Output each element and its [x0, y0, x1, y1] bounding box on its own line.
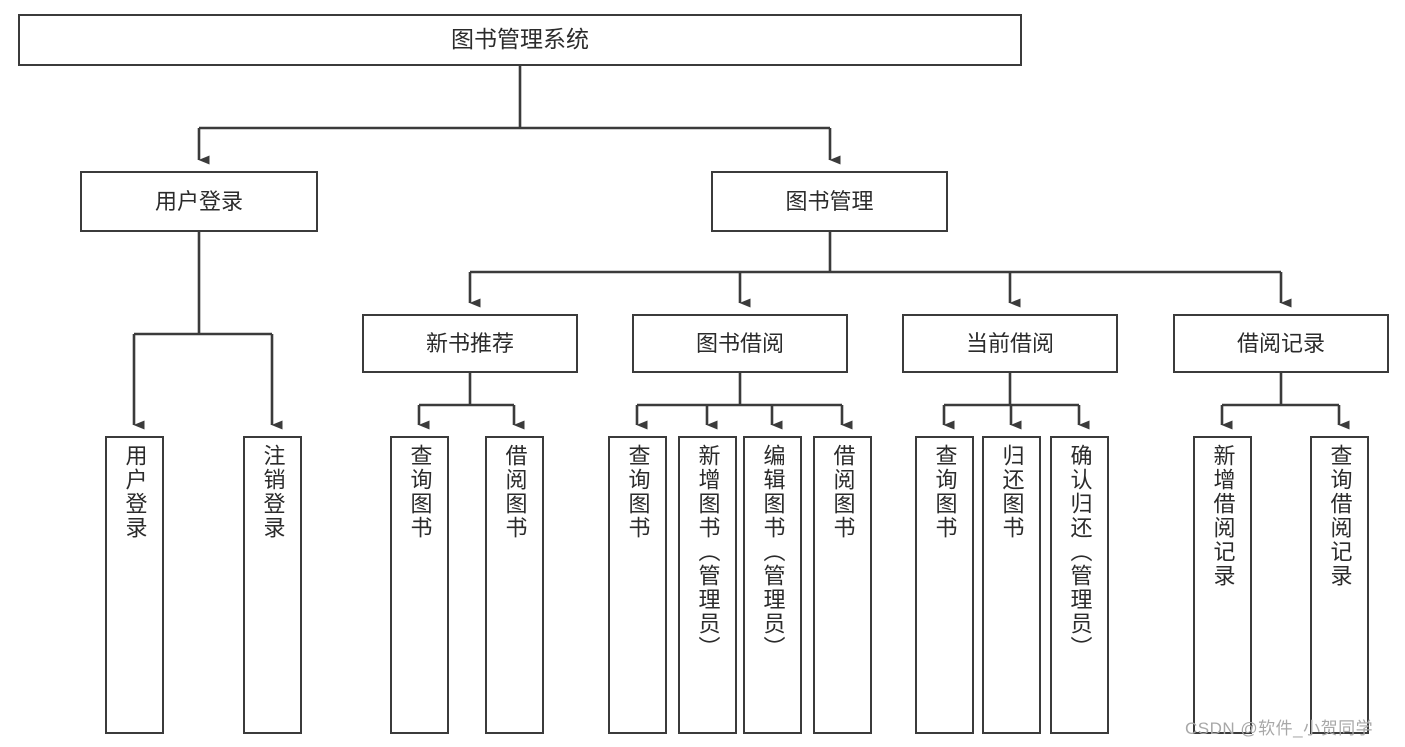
node-label: 查询图书 [625, 444, 651, 540]
node-label: 借阅图书 [830, 444, 856, 540]
leaf-add-book-admin[interactable]: 新增图书（管理员） [678, 436, 737, 734]
node-label: 新书推荐 [425, 330, 514, 356]
node-label: 查询借阅记录 [1327, 444, 1353, 588]
leaf-query-book-recommend[interactable]: 查询图书 [390, 436, 449, 734]
node-label: 图书借阅 [695, 330, 784, 356]
node-label: 归还图书 [999, 444, 1025, 540]
node-current-borrow[interactable]: 当前借阅 [902, 314, 1118, 373]
node-label: 新增图书（管理员） [695, 444, 721, 660]
leaf-query-book-borrow[interactable]: 查询图书 [608, 436, 667, 734]
node-label: 确认归还（管理员） [1067, 444, 1093, 660]
leaf-user-login[interactable]: 用户登录 [105, 436, 164, 734]
leaf-query-borrow-record[interactable]: 查询借阅记录 [1310, 436, 1369, 734]
node-label: 图书管理系统 [451, 26, 589, 53]
node-new-book-recommend[interactable]: 新书推荐 [362, 314, 578, 373]
node-user-login[interactable]: 用户登录 [80, 171, 318, 232]
leaf-confirm-return-admin[interactable]: 确认归还（管理员） [1050, 436, 1109, 734]
node-root-book-management-system[interactable]: 图书管理系统 [18, 14, 1022, 66]
node-label: 编辑图书（管理员） [760, 444, 786, 660]
leaf-edit-book-admin[interactable]: 编辑图书（管理员） [743, 436, 802, 734]
node-label: 借阅图书 [502, 444, 528, 540]
node-label: 图书管理 [785, 188, 874, 214]
node-label: 新增借阅记录 [1210, 444, 1236, 588]
csdn-watermark: CSDN @软件_小贺同学 [1185, 719, 1374, 738]
node-label: 用户登录 [154, 188, 243, 214]
node-label: 当前借阅 [965, 330, 1054, 356]
leaf-add-borrow-record[interactable]: 新增借阅记录 [1193, 436, 1252, 734]
node-label: 查询图书 [407, 444, 433, 540]
node-label: 查询图书 [932, 444, 958, 540]
leaf-borrow-book-recommend[interactable]: 借阅图书 [485, 436, 544, 734]
node-book-management[interactable]: 图书管理 [711, 171, 948, 232]
leaf-borrow-book[interactable]: 借阅图书 [813, 436, 872, 734]
node-label: 注销登录 [260, 444, 286, 540]
leaf-logout[interactable]: 注销登录 [243, 436, 302, 734]
node-label: 借阅记录 [1236, 330, 1325, 356]
leaf-query-book-current[interactable]: 查询图书 [915, 436, 974, 734]
node-label: 用户登录 [122, 444, 148, 540]
node-book-borrow[interactable]: 图书借阅 [632, 314, 848, 373]
node-borrow-record[interactable]: 借阅记录 [1173, 314, 1389, 373]
leaf-return-book[interactable]: 归还图书 [982, 436, 1041, 734]
